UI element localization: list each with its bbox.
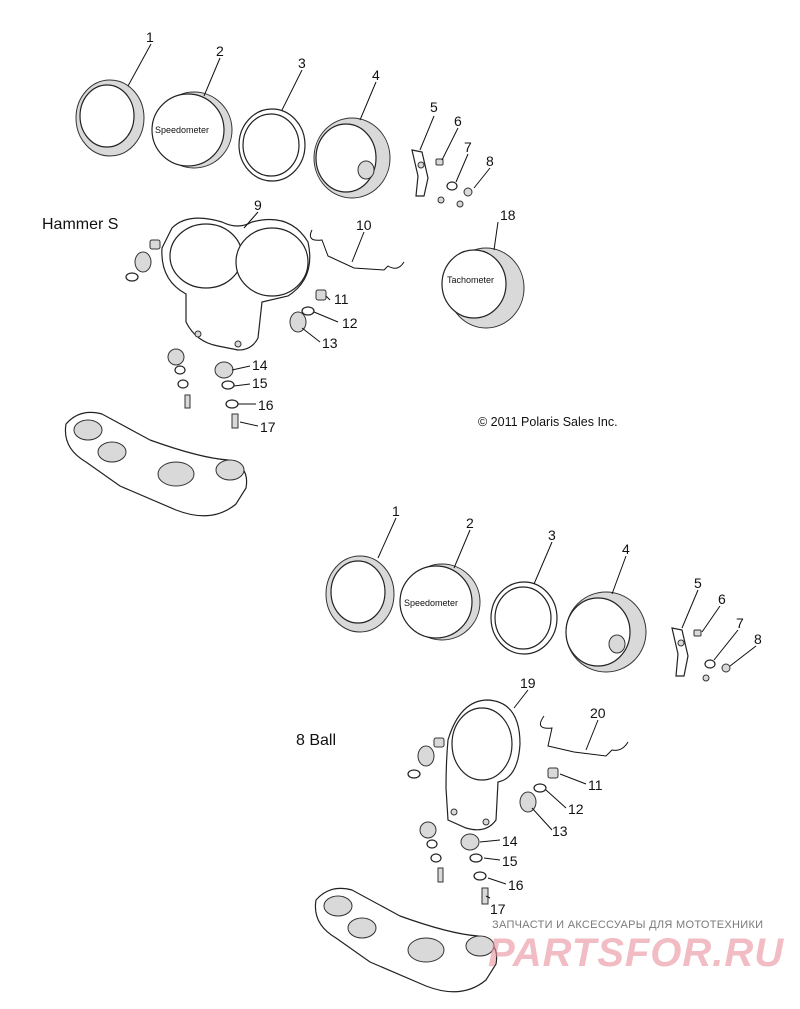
section-hammer-s: Hammer S Speedometer xyxy=(42,29,618,517)
callout-top-9: 9 xyxy=(254,197,262,213)
section-title-8-ball: 8 Ball xyxy=(296,732,336,749)
watermark: ЗАПЧАСТИ И АКСЕССУАРЫ ДЛЯ МОТОТЕХНИКИ PA… xyxy=(488,919,784,975)
part-mount-hardware-right xyxy=(289,289,327,333)
part-speedometer: Speedometer xyxy=(151,91,233,169)
callout-bottom-8: 8 xyxy=(754,631,762,647)
tachometer-face-label: Tachometer xyxy=(447,275,494,285)
callout-top-5: 5 xyxy=(430,99,438,115)
part-speedometer-b: Speedometer xyxy=(399,563,481,641)
part-bracket xyxy=(411,149,429,197)
part-housing-cup xyxy=(313,117,391,199)
part-bracket-b xyxy=(671,627,689,677)
callouts-top: 1 2 3 4 5 6 7 8 9 10 11 12 13 14 15 16 1… xyxy=(146,29,516,435)
callout-bottom-13: 13 xyxy=(552,823,568,839)
part-lens-ring-b xyxy=(490,581,558,655)
part-dual-gauge-mount xyxy=(161,217,311,351)
callout-bottom-16: 16 xyxy=(508,877,524,893)
part-wire-harness xyxy=(309,229,405,271)
part-lower-hardware xyxy=(167,348,239,429)
watermark-brand: PARTSFOR.RU xyxy=(488,931,784,975)
callout-bottom-6: 6 xyxy=(718,591,726,607)
callout-bottom-3: 3 xyxy=(548,527,556,543)
part-single-gauge-mount xyxy=(445,699,521,831)
callouts-bottom: 1 2 3 4 5 6 7 8 19 20 11 12 13 14 15 16 … xyxy=(392,503,762,917)
callout-top-4: 4 xyxy=(372,67,380,83)
part-tachometer: Tachometer xyxy=(441,247,525,329)
copyright-notice: © 2011 Polaris Sales Inc. xyxy=(478,415,618,429)
callout-top-16: 16 xyxy=(258,397,274,413)
callout-top-8: 8 xyxy=(486,153,494,169)
section-8-ball: 8 Ball Speedometer xyxy=(296,503,762,993)
part-mount-hardware-b xyxy=(407,737,559,813)
callout-top-3: 3 xyxy=(298,55,306,71)
part-housing-cup-b xyxy=(565,591,647,673)
part-bezel-ring xyxy=(75,79,145,157)
callout-bottom-14: 14 xyxy=(502,833,518,849)
speedometer-face-label: Speedometer xyxy=(155,125,209,135)
callout-bottom-2: 2 xyxy=(466,515,474,531)
callout-bottom-7: 7 xyxy=(736,615,744,631)
callout-top-14: 14 xyxy=(252,357,268,373)
section-title-hammer-s: Hammer S xyxy=(42,216,118,233)
callout-bottom-20: 20 xyxy=(590,705,606,721)
callout-top-2: 2 xyxy=(216,43,224,59)
speedometer-face-label-b: Speedometer xyxy=(404,598,458,608)
callout-top-11: 11 xyxy=(334,291,349,307)
part-lower-hardware-b xyxy=(419,821,489,905)
part-triple-clamp xyxy=(64,411,248,517)
part-bezel-ring-b xyxy=(325,555,395,633)
watermark-tagline: ЗАПЧАСТИ И АКСЕССУАРЫ ДЛЯ МОТОТЕХНИКИ xyxy=(492,919,763,931)
callout-bottom-12: 12 xyxy=(568,801,584,817)
part-lens-ring xyxy=(238,108,306,182)
callout-top-7: 7 xyxy=(464,139,472,155)
callout-top-18: 18 xyxy=(500,207,516,223)
part-triple-clamp-b xyxy=(314,887,498,993)
callout-bottom-11: 11 xyxy=(588,777,603,793)
part-small-hardware xyxy=(435,158,473,208)
callout-top-1: 1 xyxy=(146,29,154,45)
callout-top-12: 12 xyxy=(342,315,358,331)
callout-bottom-15: 15 xyxy=(502,853,518,869)
callout-bottom-17: 17 xyxy=(490,901,506,917)
callout-bottom-4: 4 xyxy=(622,541,630,557)
leader-lines-bottom xyxy=(377,517,757,899)
callout-bottom-1: 1 xyxy=(392,503,400,519)
callout-bottom-5: 5 xyxy=(694,575,702,591)
callout-top-15: 15 xyxy=(252,375,268,391)
callout-top-17: 17 xyxy=(260,419,276,435)
part-mount-hardware-left xyxy=(125,239,161,282)
callout-top-13: 13 xyxy=(322,335,338,351)
callout-top-6: 6 xyxy=(454,113,462,129)
callout-bottom-19: 19 xyxy=(520,675,536,691)
part-small-hardware-b xyxy=(693,629,731,682)
leader-lines-top xyxy=(127,43,499,427)
callout-top-10: 10 xyxy=(356,217,372,233)
part-wire-harness-b xyxy=(539,715,629,757)
